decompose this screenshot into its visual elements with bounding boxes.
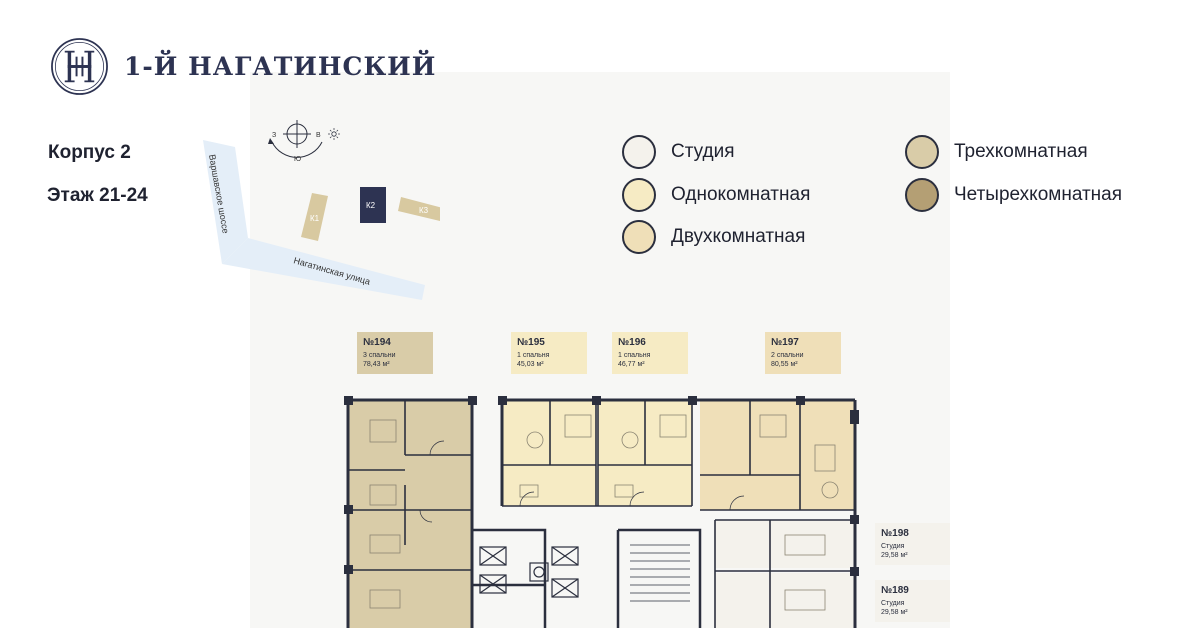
apartment-card-198[interactable]: №198 Студия 29,58 м² xyxy=(875,523,950,565)
legend-swatch xyxy=(622,178,656,212)
legend-swatch xyxy=(622,220,656,254)
compass-west: З xyxy=(272,132,276,139)
brand-name: 1-Й НАГАТИНСКИЙ xyxy=(124,52,437,81)
plan-unit-197 xyxy=(700,400,855,510)
building-k1-label: К1 xyxy=(310,214,320,223)
apartment-number: №197 xyxy=(771,337,799,348)
site-map: Варшавское шоссе Нагатинская улица З Ю В… xyxy=(203,120,440,300)
building-k3-label: К3 xyxy=(419,206,429,215)
apartment-card-194[interactable]: №194 3 спальни 78,43 м² xyxy=(357,332,433,374)
legend-swatch xyxy=(905,178,939,212)
apartment-area: 46,77 м² xyxy=(618,361,645,368)
apartment-rooms: 1 спальня xyxy=(517,352,550,359)
monogram-seal-icon xyxy=(51,38,108,95)
legend-label: Однокомнатная xyxy=(671,184,811,205)
road-varshavskoe xyxy=(203,140,248,264)
apartment-area: 78,43 м² xyxy=(363,361,390,368)
legend-swatch xyxy=(905,135,939,169)
apartment-card-195[interactable]: №195 1 спальня 45,03 м² xyxy=(511,332,587,374)
apartment-rooms: Студия xyxy=(881,543,905,550)
plan-unit-195 xyxy=(502,400,596,506)
building-k1[interactable]: К1 xyxy=(301,193,328,241)
legend-item-studio[interactable]: Студия xyxy=(622,135,735,169)
apartment-area: 29,58 м² xyxy=(881,609,908,616)
building-k3[interactable]: К3 xyxy=(398,197,440,221)
apartment-area: 45,03 м² xyxy=(517,361,544,368)
building-k2[interactable]: К2 xyxy=(360,187,386,223)
compass-south: Ю xyxy=(294,156,301,163)
apartment-area: 29,58 м² xyxy=(881,552,908,559)
legend-item-two-room[interactable]: Двухкомнатная xyxy=(622,220,805,254)
apartment-card-189[interactable]: №189 Студия 29,58 м² xyxy=(875,580,950,622)
legend-item-four-room[interactable]: Четырехкомнатная xyxy=(905,178,1122,212)
brand-logo[interactable]: 1-Й НАГАТИНСКИЙ xyxy=(50,37,436,96)
apartment-card-196[interactable]: №196 1 спальня 46,77 м² xyxy=(612,332,688,374)
legend-label: Студия xyxy=(671,141,735,162)
legend-label: Двухкомнатная xyxy=(671,226,806,247)
apartment-number: №189 xyxy=(881,585,909,596)
legend-label: Четырехкомнатная xyxy=(954,184,1123,205)
legend-label: Трехкомнатная xyxy=(954,141,1088,162)
floor-label: Этаж 21-24 xyxy=(47,185,148,206)
legend-swatch xyxy=(622,135,656,169)
compass-east: В xyxy=(316,132,321,139)
road-nagatinskaya xyxy=(222,238,425,300)
apartment-rooms: 1 спальня xyxy=(618,352,651,359)
legend-item-one-room[interactable]: Однокомнатная xyxy=(622,178,810,212)
apartment-number: №196 xyxy=(618,337,646,348)
building-label: Корпус 2 xyxy=(48,142,131,163)
apartment-rooms: 2 спальни xyxy=(771,352,804,359)
apartment-number: №195 xyxy=(517,337,545,348)
legend-item-three-room[interactable]: Трехкомнатная xyxy=(905,135,1088,169)
apartment-rooms: Студия xyxy=(881,600,905,607)
apartment-number: №198 xyxy=(881,528,909,539)
building-k2-label: К2 xyxy=(366,201,376,210)
apartment-card-197[interactable]: №197 2 спальни 80,55 м² xyxy=(765,332,841,374)
compass-icon: З Ю В xyxy=(268,120,340,163)
apartment-number: №194 xyxy=(363,337,391,348)
apartment-area: 80,55 м² xyxy=(771,361,798,368)
plan-unit-left xyxy=(348,510,472,628)
apartment-rooms: 3 спальни xyxy=(363,352,396,359)
floor-plan xyxy=(344,396,859,628)
